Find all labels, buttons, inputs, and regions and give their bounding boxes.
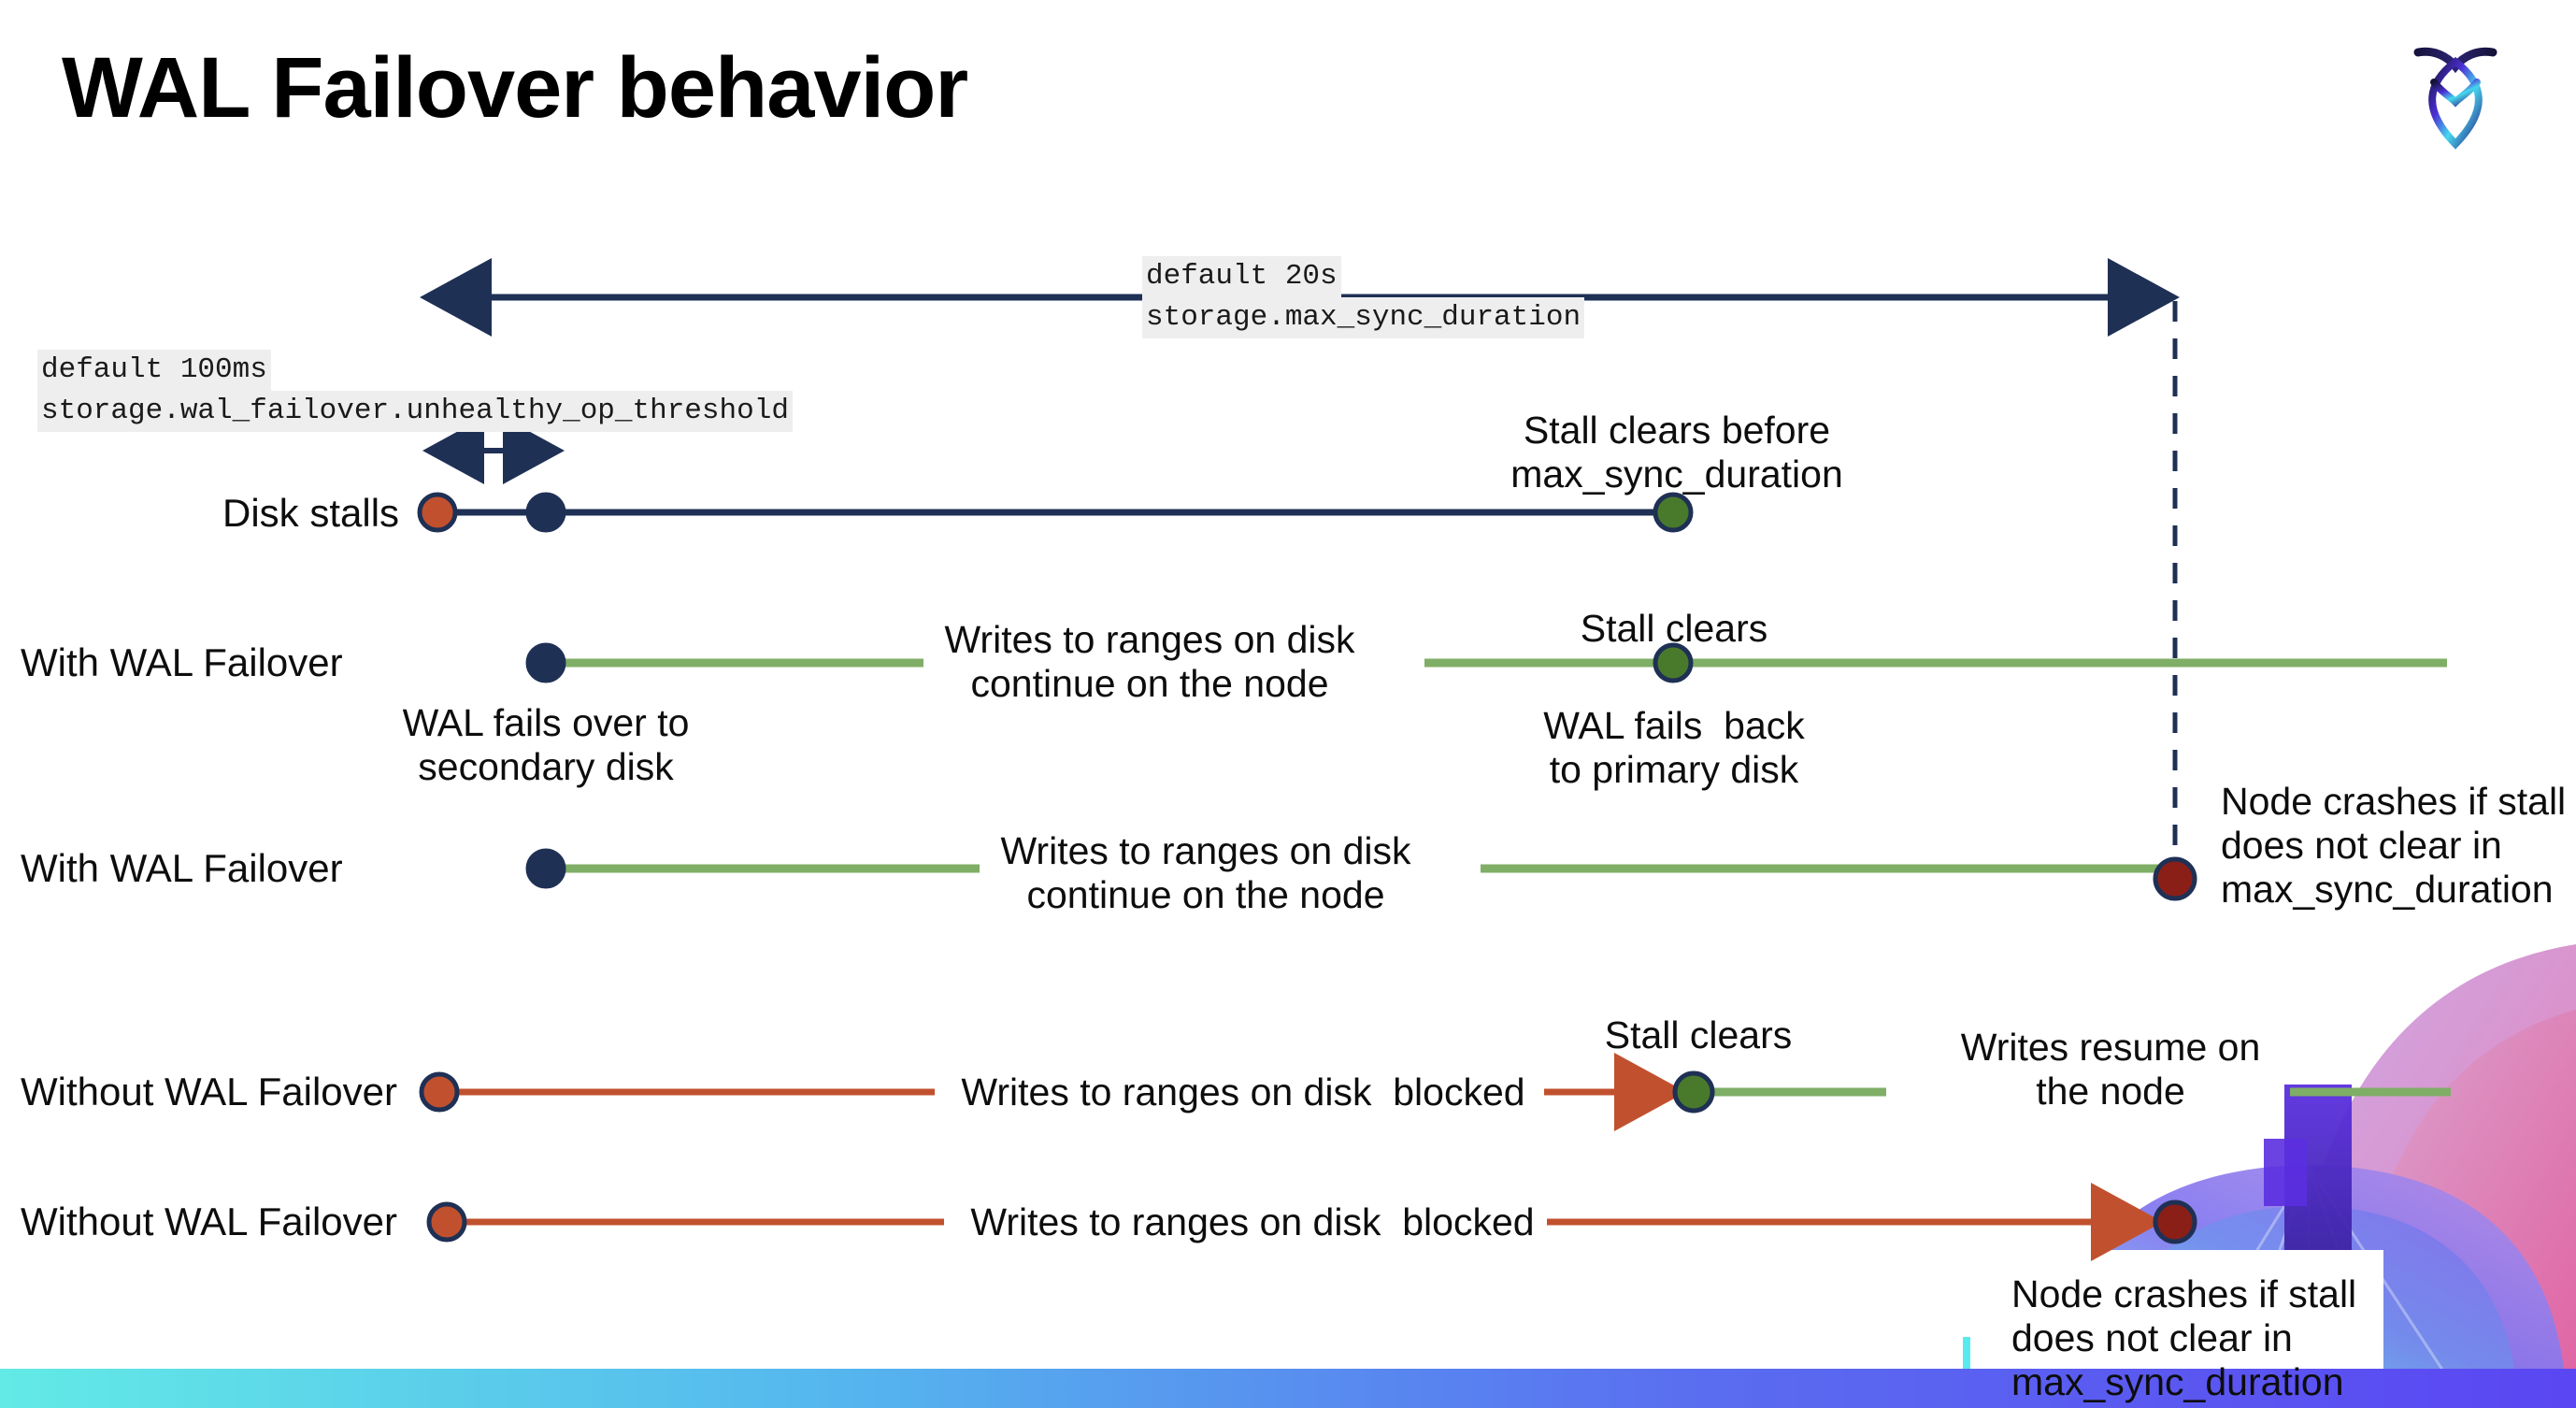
- note-stall-clears-before-line1: Stall clears before: [1523, 409, 1831, 452]
- note-node-crashes-1-line3: max_sync_duration: [2221, 868, 2554, 911]
- note-writes-continue-a-line1: Writes to ranges on disk: [944, 618, 1355, 661]
- unhealthy-setting-chip: storage.wal_failover.unhealthy_op_thresh…: [37, 391, 793, 432]
- note-writes-continue-b-line2: continue on the node: [1026, 873, 1385, 916]
- note-node-crashes-1-line1: Node crashes if stall: [2221, 780, 2567, 823]
- note-stall-clears-1: Stall clears: [1580, 607, 1768, 650]
- note-node-crashes-2-line3: max_sync_duration: [2011, 1360, 2344, 1403]
- row-label-with-wal-failover-2: With WAL Failover: [21, 846, 343, 890]
- note-stall-clears-2: Stall clears: [1604, 1013, 1793, 1056]
- row-label-without-wal-failover-2: Without WAL Failover: [21, 1200, 397, 1243]
- note-writes-continue-a-line2: continue on the node: [970, 662, 1329, 705]
- note-node-crashes-2-line2: does not clear in: [2011, 1316, 2293, 1359]
- note-wal-fails-back-line2: to primary disk: [1549, 748, 1799, 791]
- note-wal-fails-over-line1: WAL fails over to: [402, 701, 690, 744]
- row-label-disk-stalls: Disk stalls: [222, 491, 400, 535]
- note-wal-fails-over-line2: secondary disk: [418, 745, 674, 788]
- max-sync-default-chip: default 20s: [1142, 256, 1341, 297]
- note-writes-resume-line2: the node: [2036, 1070, 2185, 1113]
- unhealthy-default-chip: default 100ms: [37, 350, 271, 391]
- note-writes-blocked-1: Writes to ranges on disk blocked: [961, 1070, 1525, 1113]
- cockroachdb-logo-icon: [2385, 28, 2526, 168]
- note-writes-continue-b-line1: Writes to ranges on disk: [1000, 829, 1411, 872]
- note-writes-resume-line1: Writes resume on: [1960, 1026, 2261, 1069]
- page-title: WAL Failover behavior: [62, 40, 968, 136]
- row-label-without-wal-failover-1: Without WAL Failover: [21, 1070, 397, 1113]
- row-label-with-wal-failover-1: With WAL Failover: [21, 640, 343, 684]
- note-writes-blocked-2: Writes to ranges on disk blocked: [970, 1200, 1535, 1243]
- note-wal-fails-back-line1: WAL fails back: [1543, 704, 1805, 747]
- note-stall-clears-before-line2: max_sync_duration: [1510, 453, 1843, 496]
- bottom-accent-bar: [0, 1369, 2576, 1408]
- note-node-crashes-1-line2: does not clear in: [2221, 824, 2502, 867]
- max-sync-setting-chip: storage.max_sync_duration: [1142, 297, 1585, 338]
- note-node-crashes-2-line1: Node crashes if stall: [2011, 1272, 2357, 1315]
